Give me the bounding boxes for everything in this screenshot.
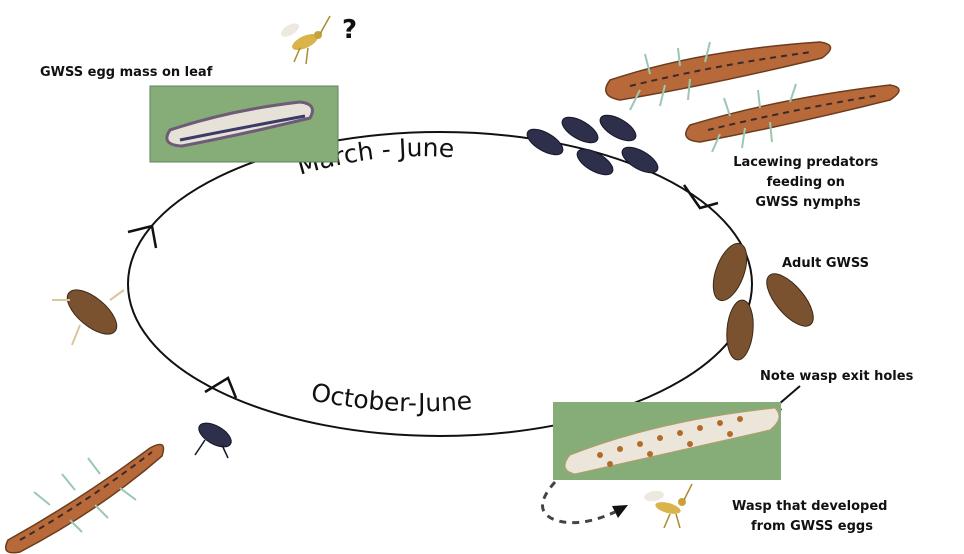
lacewing-larva-icon [6, 444, 164, 552]
wasp-icon [643, 484, 692, 528]
lacewing-label: Lacewing predators feeding on GWSS nymph… [733, 155, 883, 210]
cycle-arrow-left-top-icon [128, 226, 156, 248]
question-mark: ? [342, 15, 357, 45]
cycle-arrow-right-icon [684, 185, 718, 208]
egg-mass-photo [150, 86, 338, 162]
wasp-icon [279, 16, 330, 64]
adult-gwss-label: Adult GWSS [782, 256, 869, 271]
egg-mass-label: GWSS egg mass on leaf [40, 65, 213, 80]
exit-holes-label: Note wasp exit holes [760, 369, 914, 384]
cycle-arrow-left-bottom-icon [205, 378, 236, 398]
lacewing-larva-icon [686, 84, 899, 152]
dashed-arrow-icon [543, 482, 629, 523]
wasp-label: Wasp that developed from GWSS eggs [732, 499, 892, 534]
adult-gwss-icon [52, 282, 124, 345]
exit-holes-photo [553, 402, 781, 480]
gwss-nymphs-icon [523, 110, 662, 180]
cycle-label-bottom: October-June [309, 377, 473, 417]
gwss-nymph-icon [195, 418, 235, 458]
